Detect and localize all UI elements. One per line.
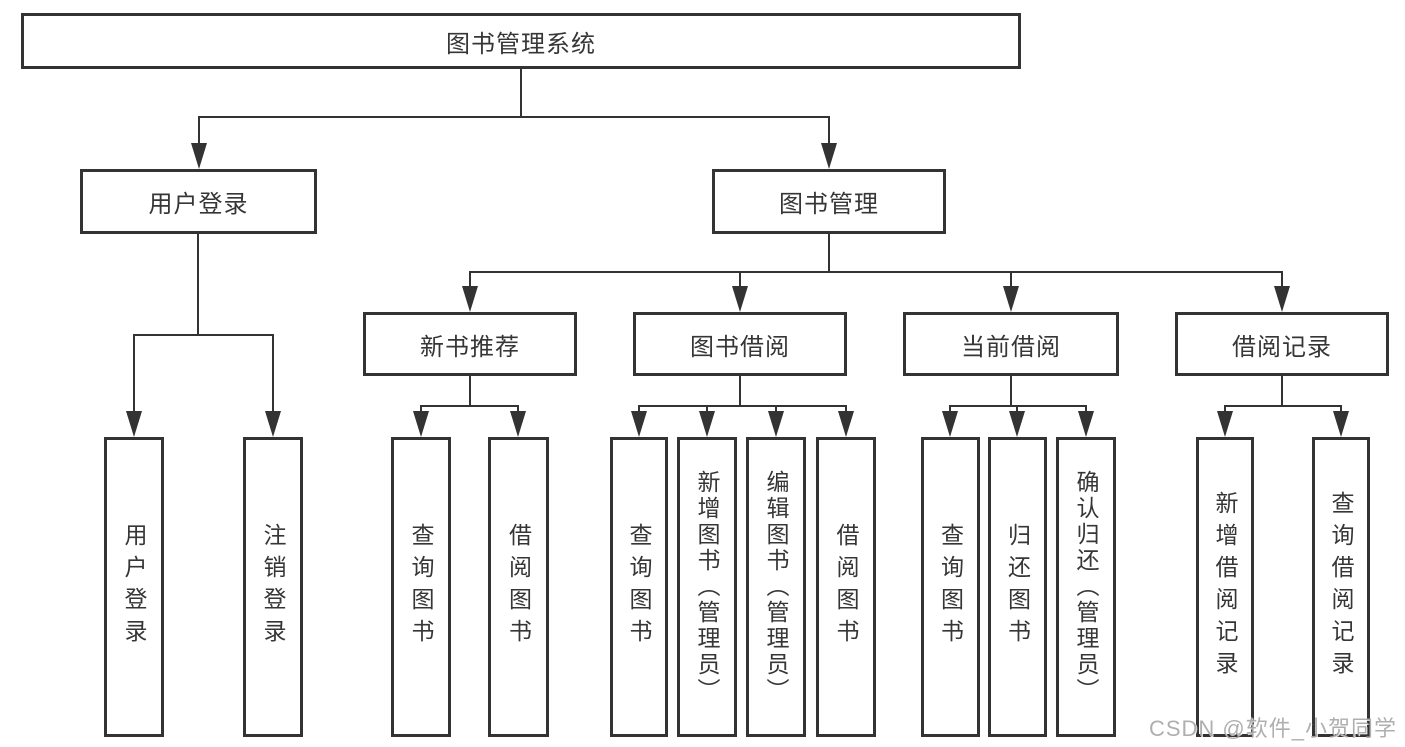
arrow-down-icon <box>1003 286 1019 312</box>
arrow-down-icon <box>838 411 854 437</box>
node-current-borrow: 当前借阅 <box>903 312 1119 376</box>
connector-drop <box>739 272 741 288</box>
node-book-management: 图书管理 <box>712 169 946 234</box>
connector-drop <box>1340 406 1342 413</box>
leaf-borrow-add-book-admin-label: 新增图书（管理员） <box>694 470 720 704</box>
arrow-down-icon <box>265 411 281 437</box>
node-current-borrow-label: 当前借阅 <box>961 333 1061 361</box>
node-user-login: 用户登录 <box>80 169 317 234</box>
arrow-down-icon <box>942 411 958 437</box>
leaf-logout-label: 注销登录 <box>260 523 286 651</box>
arrow-down-icon <box>510 411 526 437</box>
connector-drop <box>638 406 640 413</box>
node-borrow-record-label: 借阅记录 <box>1232 333 1332 361</box>
leaf-current-return-book: 归还图书 <box>988 437 1047 737</box>
leaf-logout: 注销登录 <box>243 437 303 737</box>
leaf-borrow-borrow-book: 借阅图书 <box>816 437 876 737</box>
node-borrow-record: 借阅记录 <box>1175 312 1389 376</box>
connector-drop <box>1085 406 1087 413</box>
connector-stem <box>1281 376 1283 406</box>
arrow-down-icon <box>462 286 478 312</box>
node-new-book-recommend-label: 新书推荐 <box>420 333 520 361</box>
arrow-down-icon <box>1078 411 1094 437</box>
connector-stem <box>520 69 522 117</box>
connector-drop <box>1224 406 1226 413</box>
node-book-borrow: 图书借阅 <box>633 312 847 376</box>
node-user-login-label: 用户登录 <box>148 191 249 218</box>
connector-stem <box>469 376 471 406</box>
connector-drop <box>845 406 847 413</box>
connector-drop <box>272 335 274 413</box>
connector-drop <box>828 117 830 145</box>
leaf-newbook-borrow-book: 借阅图书 <box>488 437 549 737</box>
arrow-down-icon <box>1217 411 1233 437</box>
connector-stem <box>197 234 199 335</box>
leaf-current-return-book-label: 归还图书 <box>1004 523 1031 651</box>
connector-bar <box>1224 405 1342 407</box>
connector-drop <box>420 406 422 413</box>
leaf-borrow-query-book-label: 查询图书 <box>626 523 652 651</box>
leaf-record-query-borrow-record: 查询借阅记录 <box>1312 437 1370 737</box>
connector-drop <box>517 406 519 413</box>
arrow-down-icon <box>1009 411 1025 437</box>
connector-drop <box>1281 272 1283 288</box>
connector-stem <box>828 234 830 272</box>
leaf-current-query-book-label: 查询图书 <box>937 523 964 651</box>
arrow-down-icon <box>699 411 715 437</box>
leaf-borrow-query-book: 查询图书 <box>610 437 668 737</box>
node-book-management-label: 图书管理 <box>779 191 879 218</box>
connector-drop <box>133 335 135 413</box>
leaf-borrow-edit-book-admin-label: 编辑图书（管理员） <box>763 470 789 704</box>
arrow-down-icon <box>1274 286 1290 312</box>
connector-bar <box>420 405 519 407</box>
leaf-newbook-borrow-book-label: 借阅图书 <box>505 523 532 651</box>
leaf-record-query-borrow-record-label: 查询借阅记录 <box>1328 491 1354 683</box>
arrow-down-icon <box>768 411 784 437</box>
arrow-down-icon <box>191 143 207 169</box>
node-root: 图书管理系统 <box>21 13 1021 69</box>
arrow-down-icon <box>821 143 837 169</box>
connector-drop <box>469 272 471 288</box>
connector-drop <box>706 406 708 413</box>
node-root-label: 图书管理系统 <box>446 30 596 58</box>
leaf-newbook-query-book-label: 查询图书 <box>408 523 434 651</box>
connector-drop <box>775 406 777 413</box>
connector-bar <box>949 405 1087 407</box>
connector-stem <box>739 376 741 406</box>
node-book-borrow-label: 图书借阅 <box>690 333 790 361</box>
leaf-newbook-query-book: 查询图书 <box>391 437 451 737</box>
connector-stem <box>1010 376 1012 406</box>
leaf-record-add-borrow-record: 新增借阅记录 <box>1196 437 1254 737</box>
connector-drop <box>1016 406 1018 413</box>
watermark: CSDN @软件_小贺同学 <box>1148 716 1397 741</box>
leaf-record-add-borrow-record-label: 新增借阅记录 <box>1212 491 1238 683</box>
connector-drop <box>949 406 951 413</box>
leaf-current-confirm-return-admin: 确认归还（管理员） <box>1056 437 1116 737</box>
connector-bar <box>469 271 1283 273</box>
connector-drop <box>198 117 200 145</box>
connector-bar <box>198 116 830 118</box>
leaf-borrow-edit-book-admin: 编辑图书（管理员） <box>746 437 806 737</box>
arrow-down-icon <box>126 411 142 437</box>
connector-bar <box>133 334 274 336</box>
node-new-book-recommend: 新书推荐 <box>363 312 577 376</box>
arrow-down-icon <box>732 286 748 312</box>
connector-bar <box>638 405 847 407</box>
arrow-down-icon <box>1333 411 1349 437</box>
leaf-borrow-add-book-admin: 新增图书（管理员） <box>677 437 737 737</box>
leaf-current-confirm-return-admin-label: 确认归还（管理员） <box>1073 470 1099 704</box>
leaf-current-query-book: 查询图书 <box>921 437 980 737</box>
leaf-user-login-label: 用户登录 <box>121 523 147 651</box>
leaf-user-login: 用户登录 <box>104 437 164 737</box>
arrow-down-icon <box>413 411 429 437</box>
connector-drop <box>1010 272 1012 288</box>
leaf-borrow-borrow-book-label: 借阅图书 <box>833 523 859 651</box>
arrow-down-icon <box>631 411 647 437</box>
